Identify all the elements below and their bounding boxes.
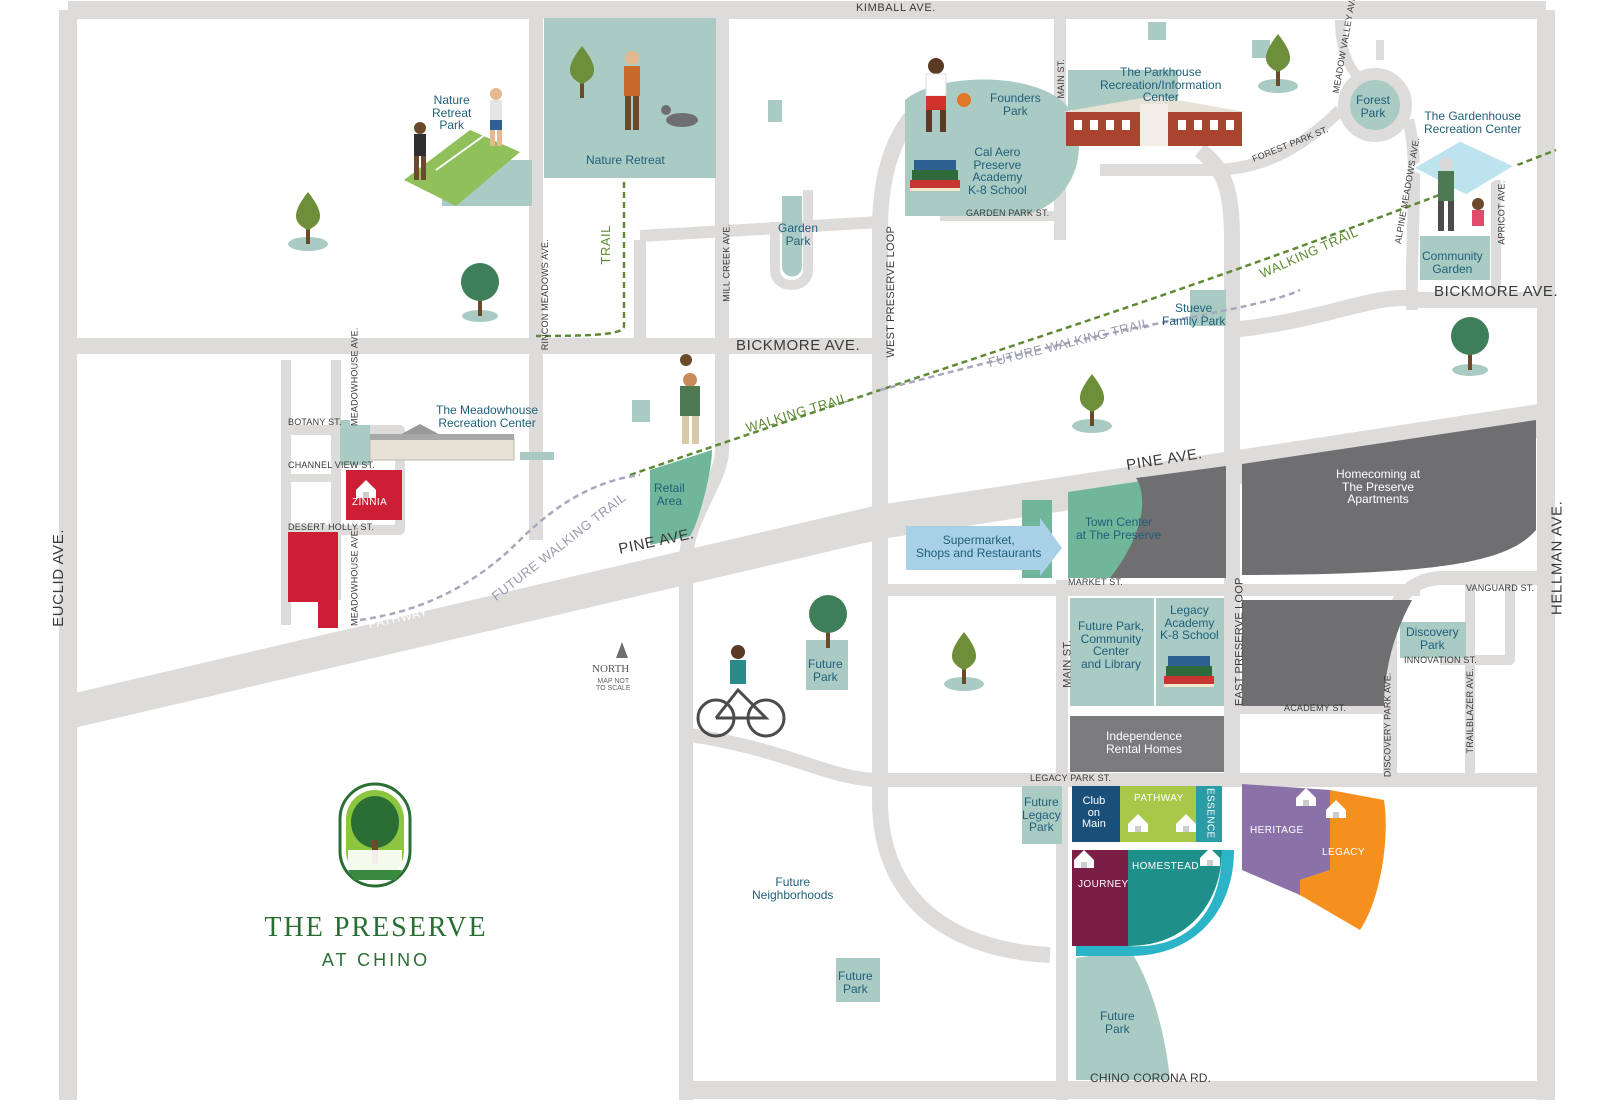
street-bickmore-east: BICKMORE AVE. — [1434, 283, 1559, 300]
north-label: NORTH — [592, 663, 630, 675]
label-future-park: Future Park — [808, 657, 843, 684]
brand-title: THE PRESERVE — [264, 912, 488, 943]
street-hellman: HELLMAN AVE. — [1548, 500, 1566, 616]
street-meadowhouse-north: MEADOWHOUSE AVE. — [349, 327, 360, 426]
commercial-blocks — [1070, 420, 1536, 772]
label-gardenhouse: The Gardenhouse Recreation Center — [1424, 109, 1522, 136]
legacy-park-neighborhoods — [356, 480, 1386, 956]
street-discovery-park: DISCOVERY PARK AVE. — [1382, 672, 1393, 778]
label-future-legacy-park: Future Legacy Park — [1022, 795, 1061, 835]
label-independence: Independence Rental Homes — [1106, 729, 1183, 756]
street-channel-view: CHANNEL VIEW ST. — [288, 460, 375, 470]
street-garden-park: GARDEN PARK ST. — [966, 208, 1050, 218]
label-discovery-park: Discovery Park — [1406, 625, 1459, 652]
north-arrow-icon — [616, 642, 628, 658]
tennis-players-illustration — [404, 88, 520, 206]
label-nature-retreat: Nature Retreat — [586, 153, 665, 167]
street-meadowhouse-south: MEADOWHOUSE AVE. — [349, 527, 360, 626]
street-desert-holly: DESERT HOLLY ST. — [288, 522, 375, 532]
basketball-player-illustration — [925, 58, 971, 132]
label-essence: ESSENCE — [1204, 787, 1216, 839]
label-supermarket: Supermarket, Shops and Restaurants — [916, 533, 1042, 560]
label-zinnia: ZINNIA — [352, 497, 388, 508]
label-club-on-main: Club on Main — [1082, 795, 1106, 831]
dog-walker-illustration — [624, 51, 698, 130]
street-euclid: EUCLID AVE. — [50, 528, 68, 627]
label-journey: JOURNEY — [1078, 879, 1129, 890]
gardener-illustration — [1408, 138, 1520, 231]
street-kimball: KIMBALL AVE. — [856, 2, 936, 14]
street-mill-creek: MILL CREEK AVE. — [721, 223, 732, 302]
label-meadowhouse: The Meadowhouse Recreation Center — [436, 403, 539, 430]
label-pathway: PATHWAY — [1134, 793, 1184, 804]
supermarket-arrow — [906, 518, 1062, 576]
street-rincon-meadows: RINCON MEADOWS AVE. — [539, 239, 550, 351]
label-nature-retreat-park: Nature Retreat Park — [432, 93, 472, 133]
family-walker-illustration — [680, 354, 700, 444]
label-retail-area: Retail Area — [654, 481, 685, 508]
trails — [359, 148, 1557, 622]
label-stueve-family-park: Stueve Family Park — [1162, 301, 1226, 328]
street-bickmore-west: BICKMORE AVE. — [736, 337, 861, 354]
label-garden-park: Garden Park — [778, 221, 819, 248]
trail-label: TRAIL — [597, 225, 613, 265]
label-homecoming: Homecoming at The Preserve Apartments — [1336, 467, 1421, 507]
street-trailblazer: TRAILBLAZER AVE. — [1465, 667, 1476, 754]
label-town-center: Town Center at The Preserve — [1076, 515, 1162, 542]
street-main-south: MAIN ST. — [1061, 639, 1074, 688]
scale-note: MAP NOT TO SCALE — [596, 678, 631, 693]
label-founders-park: Founders Park — [990, 91, 1041, 118]
street-main-north: MAIN ST. — [1056, 58, 1067, 99]
parkhouse-building-illustration — [1062, 96, 1246, 146]
meadowhouse-building-illustration — [369, 424, 515, 461]
book-stack-icon — [1164, 656, 1214, 687]
label-future-park: Future Park — [838, 969, 873, 996]
zinnia-neighborhood — [288, 470, 402, 628]
label-legacy-academy: Legacy Academy K-8 School — [1160, 603, 1219, 643]
label-future-neighborhoods: Future Neighborhoods — [752, 875, 834, 902]
street-legacy-park: LEGACY PARK ST. — [1030, 773, 1112, 783]
label-future-park: Future Park — [1100, 1009, 1135, 1036]
book-stack-icon — [910, 160, 960, 191]
street-chino-corona: CHINO CORONA RD. — [1090, 1071, 1212, 1085]
label-legacy: LEGACY — [1322, 847, 1365, 858]
street-academy: ACADEMY ST. — [1284, 703, 1347, 713]
label-parkhouse: The Parkhouse Recreation/Information Cen… — [1100, 65, 1222, 105]
street-east-preserve-loop: EAST PRESERVE LOOP — [1233, 577, 1246, 707]
label-homestead: HOMESTEAD — [1132, 861, 1199, 872]
street-botany: BOTANY ST. — [288, 417, 342, 427]
street-innovation: INNOVATION ST. — [1404, 655, 1477, 665]
brand-subtitle: AT CHINO — [321, 950, 431, 970]
street-market: MARKET ST. — [1068, 577, 1123, 587]
street-west-preserve-loop: WEST PRESERVE LOOP — [885, 225, 898, 358]
label-future-park-community: Future Park, Community Center and Librar… — [1078, 619, 1145, 671]
street-vanguard: VANGUARD ST. — [1466, 583, 1535, 593]
label-cal-aero: Cal Aero Preserve Academy K-8 School — [968, 145, 1027, 197]
label-community-garden: Community Garden — [1422, 249, 1483, 276]
street-apricot: APRICOT AVE. — [1496, 180, 1507, 245]
label-forest-park: Forest Park — [1356, 93, 1391, 120]
label-heritage: HERITAGE — [1250, 825, 1304, 836]
bicycle-rider-illustration — [696, 645, 786, 738]
brand-logo — [338, 782, 412, 888]
